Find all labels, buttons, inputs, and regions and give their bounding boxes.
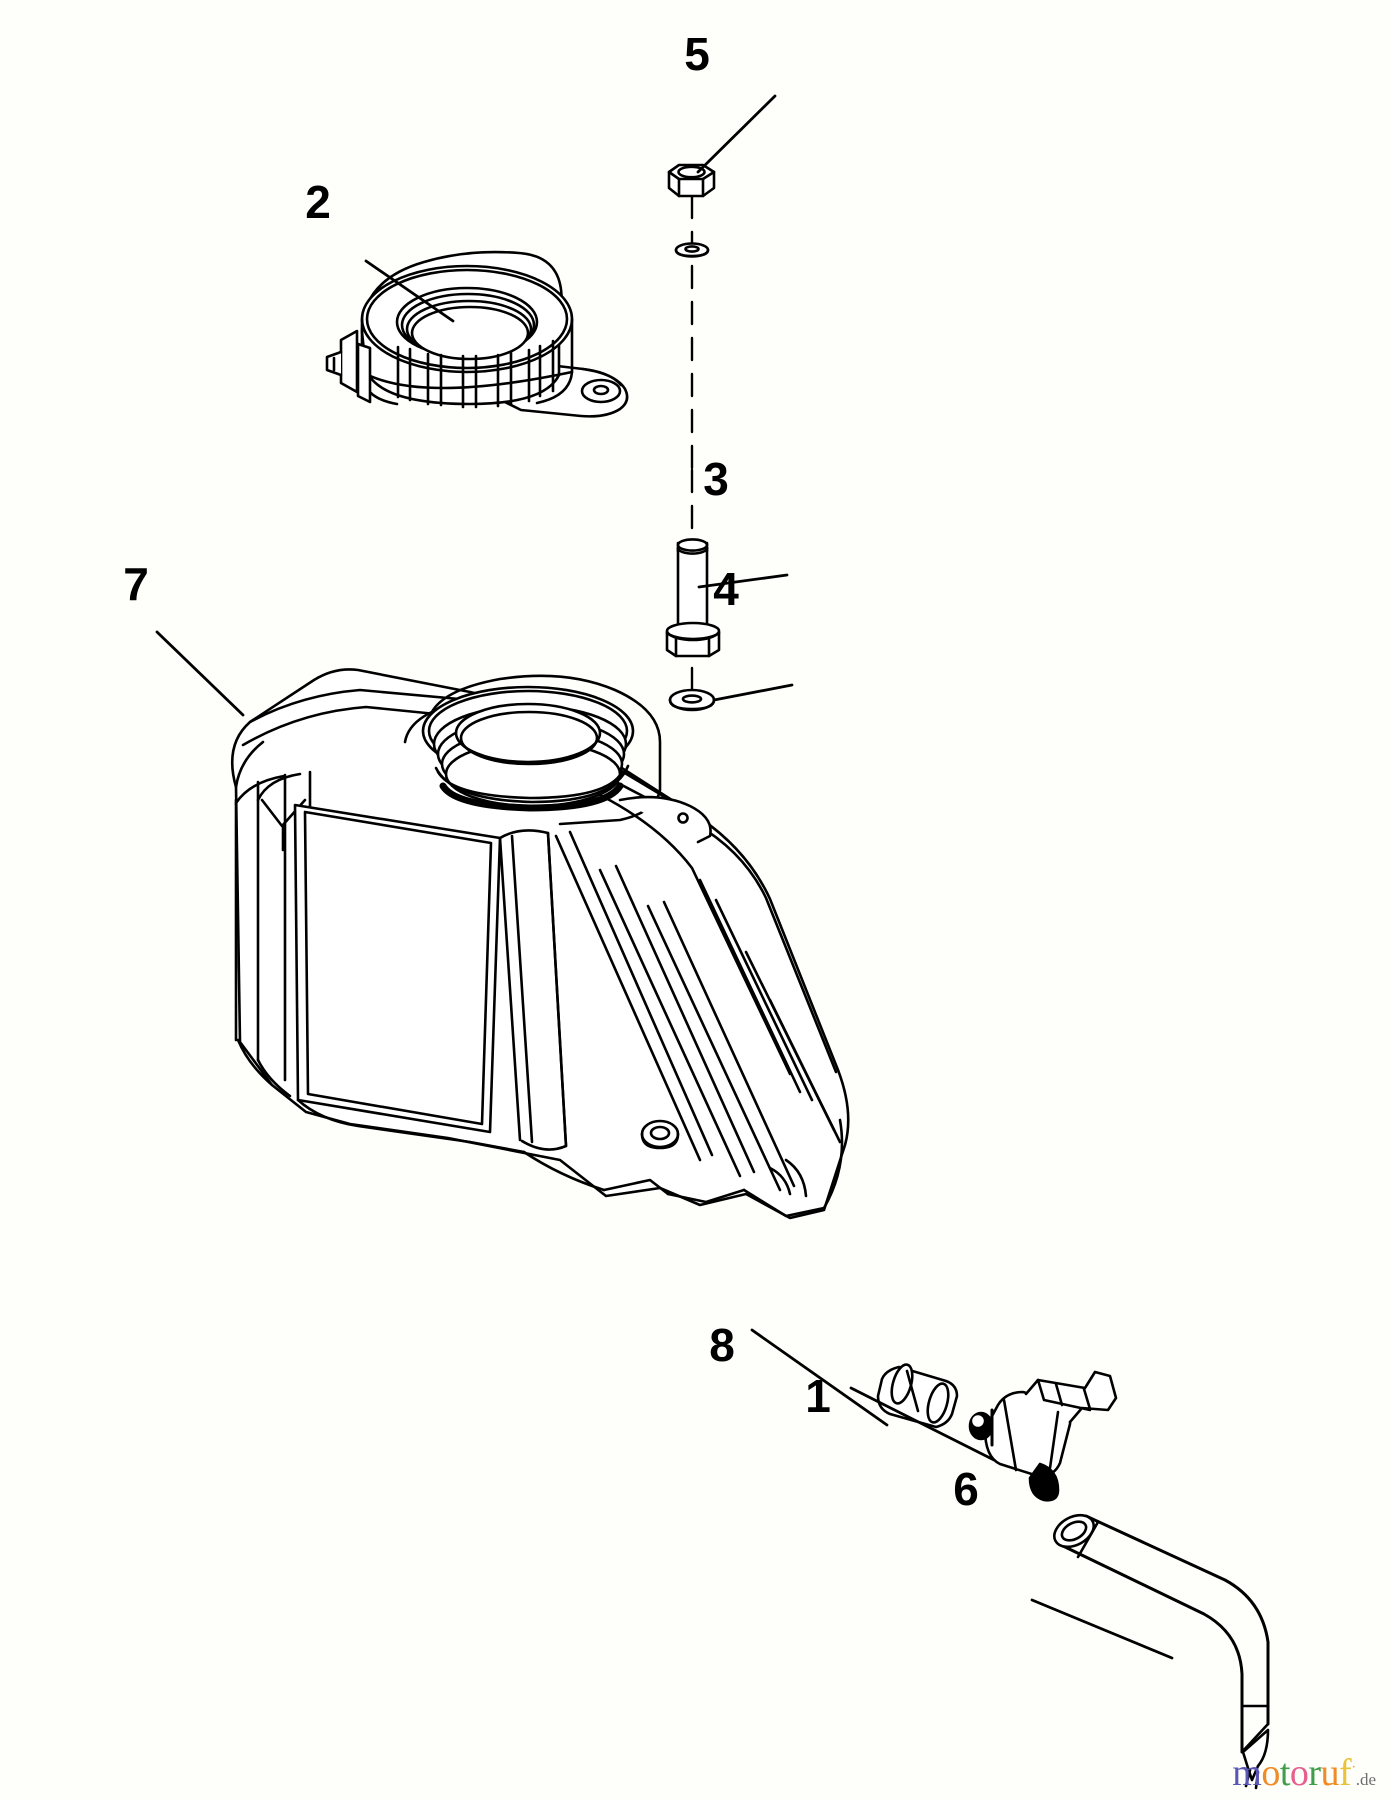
fuel-tank-cap-part2 (325, 250, 629, 418)
watermark-letter-t: t (1279, 1752, 1291, 1794)
callout-number-2: 2 (305, 176, 331, 228)
callout-number-8: 8 (709, 1319, 735, 1371)
callout-number-5: 5 (684, 28, 710, 80)
leader-line-2 (364, 259, 455, 323)
callout-number-4: 4 (713, 563, 739, 615)
watermark-letter-f: f (1339, 1752, 1352, 1794)
watermark-suffix: .de (1355, 1770, 1376, 1789)
callout-number-3: 3 (703, 453, 729, 505)
leader-line-4 (712, 683, 794, 702)
leader-line-3 (697, 573, 789, 589)
watermark-letter-r: r (1308, 1752, 1321, 1794)
leader-line-8 (750, 1328, 889, 1427)
fuel-shutoff-valve-part1 (968, 1370, 1118, 1502)
leader-line-5 (696, 94, 777, 174)
hose-grommet-part8 (876, 1363, 959, 1429)
watermark-letter-m: m (1232, 1752, 1262, 1794)
leader-line-7 (155, 630, 245, 717)
fuel-hose-part6 (1053, 1513, 1270, 1790)
watermark-accent-dot: · (1351, 1759, 1356, 1776)
callout-number-6: 6 (953, 1463, 979, 1515)
leader-lines (155, 94, 1174, 1660)
watermark-letter-o2: o (1289, 1752, 1309, 1794)
callout-number-1: 1 (805, 1370, 831, 1422)
callout-number-7: 7 (123, 558, 149, 610)
shoulder-bolt-part3 (665, 538, 721, 658)
lock-washer-part5b (674, 242, 710, 258)
hex-nut-part5 (667, 163, 716, 198)
leader-line-6 (1030, 1598, 1174, 1660)
flat-washer-part4 (668, 688, 716, 712)
fuel-tank-part7 (230, 668, 850, 1220)
leader-line-1 (849, 1386, 996, 1462)
motoruf-watermark: motoruf·.de (1232, 1754, 1376, 1792)
watermark-letter-u: u (1320, 1752, 1340, 1794)
watermark-letter-o1: o (1261, 1752, 1280, 1794)
